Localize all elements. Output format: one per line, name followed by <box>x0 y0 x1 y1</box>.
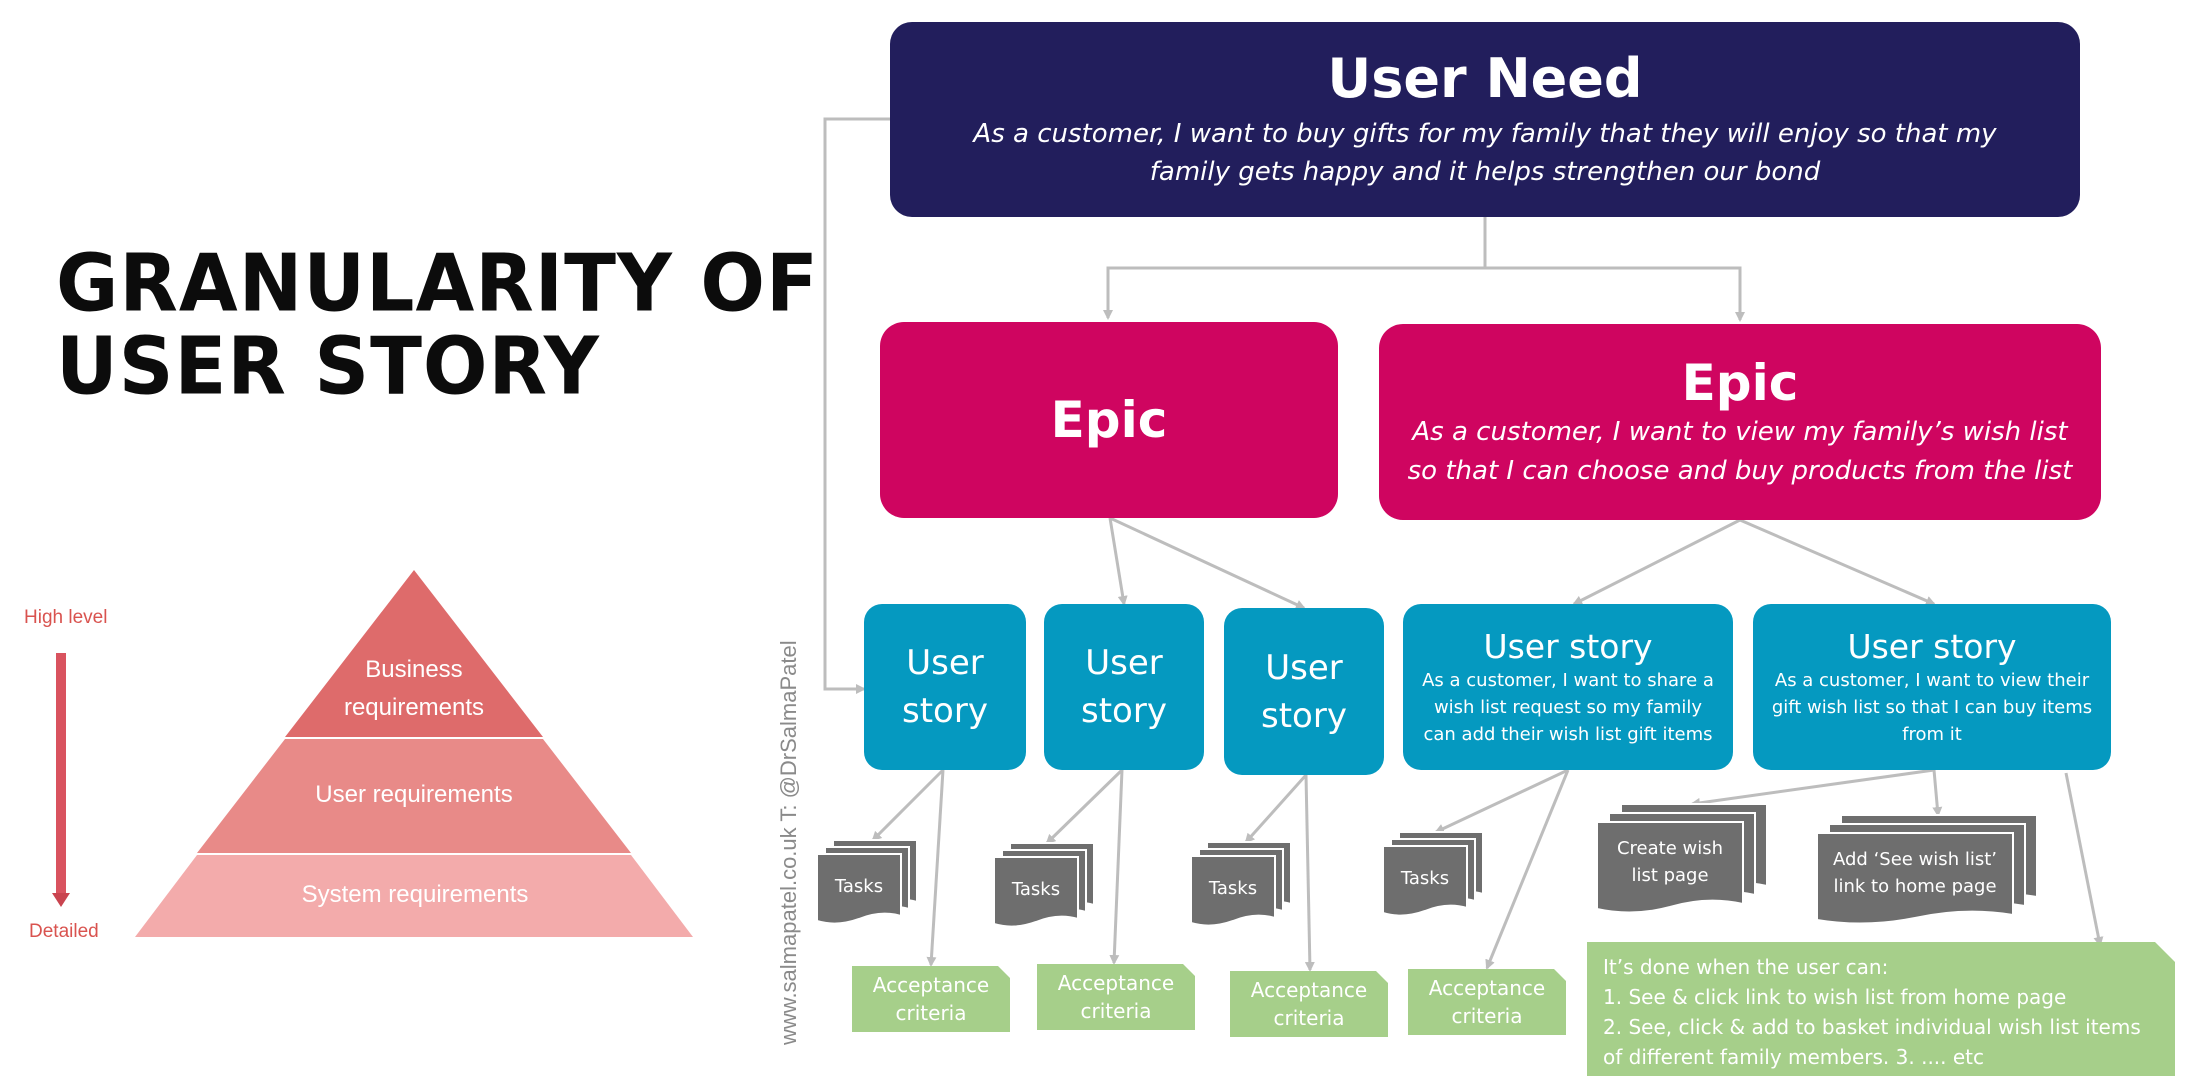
epic-2-heading: Epic <box>1681 354 1799 412</box>
task-stack-3 <box>1190 841 1292 927</box>
requirements-pyramid <box>135 570 693 937</box>
user-need-text: As a customer, I want to buy gifts for m… <box>973 118 1997 187</box>
user-story-2-heading: User story <box>1081 643 1167 731</box>
pyramid-tier-system <box>135 855 693 937</box>
connector-arrows <box>823 117 2104 972</box>
task-stack-6 <box>1816 814 2038 925</box>
task-stacks <box>816 803 2038 928</box>
task-label-1: Tasks <box>834 875 884 897</box>
user-story-box-3: User story <box>1224 608 1384 775</box>
task-label-6: Add ‘See wish list’ link to home page <box>1833 849 1997 897</box>
pyramid-tier-business <box>285 570 543 737</box>
pyramid-label-user: User requirements <box>315 781 513 808</box>
epic-box-2: Epic As a customer, I want to view my fa… <box>1379 324 2101 520</box>
acceptance-criteria-4: Acceptance criteria <box>1408 969 1566 1035</box>
task-stack-2 <box>993 842 1095 928</box>
user-story-box-4: User story As a customer, I want to shar… <box>1403 604 1733 770</box>
epic-box-1: Epic <box>880 322 1338 518</box>
user-story-3-heading: User story <box>1261 647 1347 736</box>
user-story-5-heading: User story <box>1847 626 2017 666</box>
pyramid-tier-user <box>197 739 631 853</box>
user-story-1-heading: User story <box>902 643 988 731</box>
scale-detailed-label: Detailed <box>29 921 99 942</box>
done-item-3: of different family members. 3. .... etc <box>1603 1045 1985 1069</box>
pyramid-label-business: Business requirements <box>343 656 485 721</box>
user-need-box: User Need As a customer, I want to buy g… <box>890 22 2080 217</box>
done-intro: It’s done when the user can: <box>1603 955 1889 979</box>
task-label-4: Tasks <box>1400 867 1450 889</box>
done-item-1: 1. See & click link to wish list from ho… <box>1603 985 2067 1009</box>
user-story-box-1: User story <box>864 604 1026 770</box>
done-item-2: 2. See, click & add to basket individual… <box>1603 1015 2141 1039</box>
page-title: GRANULARITY OF USER STORY <box>56 236 819 413</box>
epic-2-text: As a customer, I want to view my family’… <box>1407 417 2073 486</box>
granularity-scale-arrow <box>52 653 70 907</box>
acceptance-criteria-1: Acceptance criteria <box>852 966 1010 1032</box>
title-line-2: USER STORY <box>56 319 600 413</box>
task-label-5: Create wish list page <box>1616 838 1724 886</box>
epic-1-heading: Epic <box>1050 391 1168 449</box>
pyramid-label-system: System requirements <box>301 881 529 908</box>
scale-high-level-label: High level <box>24 607 108 628</box>
definition-of-done-box: It’s done when the user can: 1. See & cl… <box>1587 942 2175 1076</box>
user-story-5-text: As a customer, I want to view their gift… <box>1771 669 2093 745</box>
user-story-4-heading: User story <box>1483 626 1653 666</box>
task-stack-1 <box>816 839 918 925</box>
user-story-box-2: User story <box>1044 604 1204 770</box>
user-story-box-5: User story As a customer, I want to view… <box>1753 604 2111 770</box>
title-line-1: GRANULARITY OF <box>56 236 819 330</box>
acceptance-criteria-4-label: Acceptance criteria <box>1428 976 1546 1028</box>
user-story-4-text: As a customer, I want to share a wish li… <box>1422 669 1714 745</box>
task-label-3: Tasks <box>1208 877 1258 899</box>
acceptance-criteria-2-label: Acceptance criteria <box>1057 971 1175 1023</box>
user-need-heading: User Need <box>1327 46 1643 110</box>
acceptance-criteria-1-label: Acceptance criteria <box>872 973 990 1025</box>
task-label-2: Tasks <box>1011 878 1061 900</box>
author-credit: www.salmapatel.co.uk T: @DrSalmaPatel <box>776 640 801 1045</box>
acceptance-criteria-3-label: Acceptance criteria <box>1250 978 1368 1030</box>
acceptance-criteria-3: Acceptance criteria <box>1230 971 1388 1037</box>
acceptance-criteria-2: Acceptance criteria <box>1037 964 1195 1030</box>
task-stack-5 <box>1596 803 1768 914</box>
task-stack-4 <box>1382 831 1484 917</box>
